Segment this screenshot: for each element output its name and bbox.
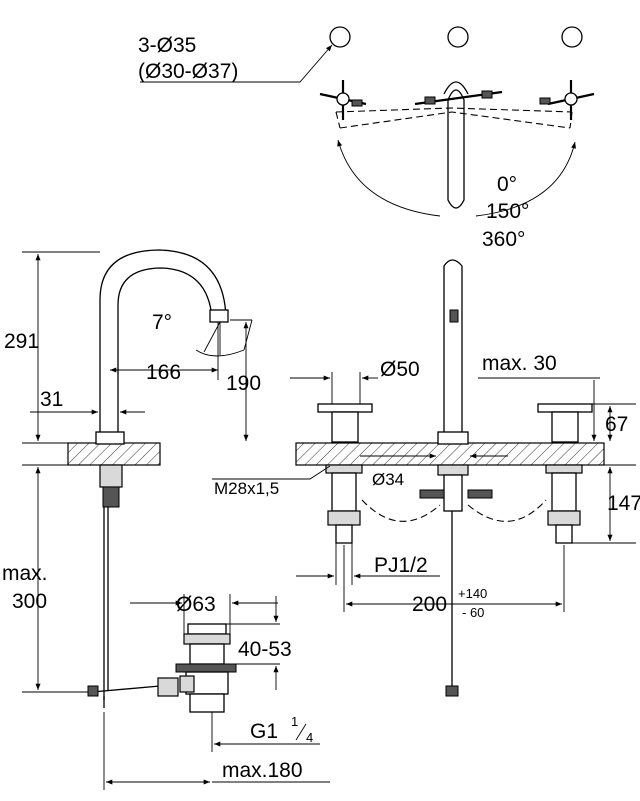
max-30: max. 30	[482, 352, 557, 375]
height-291: 291	[4, 330, 39, 353]
angle-150: 150°	[486, 200, 529, 223]
left-cross-handle-top	[319, 80, 367, 120]
g-thread-sup: 1	[291, 714, 298, 729]
angle-360: 360°	[482, 228, 525, 251]
dia-34: Ø34	[372, 470, 404, 489]
g-thread: G1	[250, 720, 278, 743]
g-thread-sub: 4	[306, 730, 313, 745]
spacing-200: 200	[412, 593, 447, 616]
counter-side	[67, 442, 161, 466]
dia-63: Ø63	[176, 593, 216, 616]
left-handle-front	[317, 403, 373, 544]
offset-31: 31	[40, 388, 63, 411]
max-label: max.	[2, 562, 48, 585]
gooseneck-spout	[99, 249, 227, 440]
front-view: Ø50 max. 30 67 M28x1,5 Ø34 147 PJ1/2 200…	[212, 259, 640, 697]
right-cross-handle-top	[539, 80, 595, 120]
height-40-53: 40-53	[238, 638, 292, 661]
mount-hole-center	[447, 26, 469, 48]
holes-range: (Ø30-Ø37)	[138, 60, 238, 83]
tolerance-minus: - 60	[462, 605, 484, 620]
waste-assembly: Ø63 40-53 G1 1 4 max.180	[87, 593, 330, 790]
spout-top	[414, 81, 503, 209]
thread-m28: M28x1,5	[214, 479, 279, 498]
mount-hole-left	[329, 26, 351, 48]
top-view: 3-Ø35 (Ø30-Ø37)	[138, 26, 595, 251]
pj-thread: PJ1/2	[374, 554, 428, 577]
tolerance-plus: +140	[458, 586, 487, 601]
height-147: 147	[607, 492, 640, 515]
holes-label: 3-Ø35	[138, 34, 196, 57]
max-180: max.180	[222, 759, 303, 782]
max-300: 300	[12, 590, 47, 613]
tilt-7: 7°	[152, 311, 172, 334]
spout-front	[443, 259, 463, 443]
reach-166: 166	[146, 361, 181, 384]
height-190: 190	[226, 372, 261, 395]
side-view: 291 7° 166 190 31 max. 300	[2, 249, 261, 700]
right-handle-front	[537, 403, 593, 544]
dia-50: Ø50	[380, 358, 420, 381]
counter-front	[295, 442, 605, 466]
height-67: 67	[605, 413, 628, 436]
mount-hole-right	[561, 26, 583, 48]
angle-0: 0°	[497, 173, 517, 196]
